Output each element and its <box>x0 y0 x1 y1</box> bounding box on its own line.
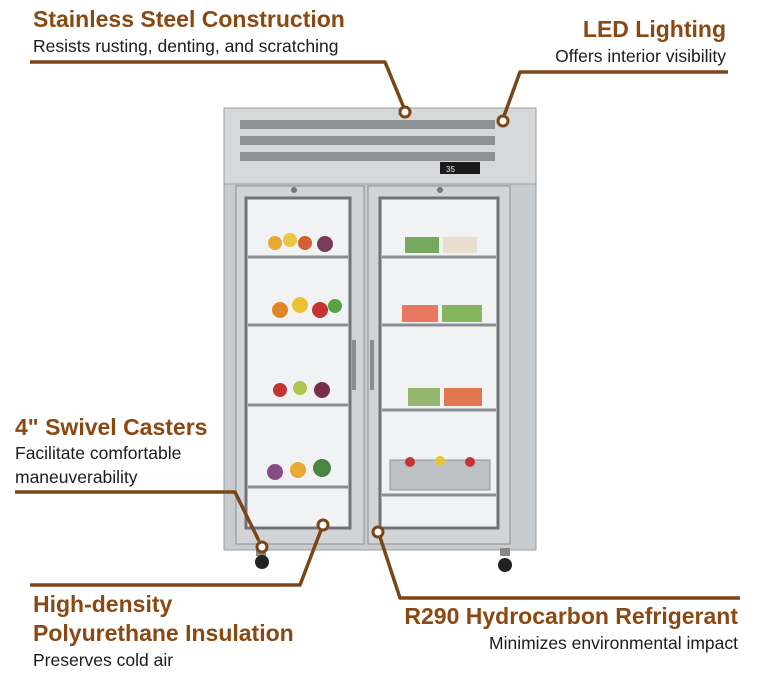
left-handle <box>352 340 356 390</box>
refrigerator: 35 <box>223 107 537 572</box>
display-reading: 35 <box>446 165 455 174</box>
insulation-title-1: High-density <box>33 591 173 617</box>
refrigerant-title: R290 Hydrocarbon Refrigerant <box>404 603 738 629</box>
led-title: LED Lighting <box>582 16 726 42</box>
stainless-desc: Resists rusting, denting, and scratching <box>33 36 339 56</box>
stainless-title: Stainless Steel Construction <box>33 6 345 32</box>
callout-stainless <box>30 60 406 109</box>
casters-desc-1: Facilitate comfortable <box>15 443 182 463</box>
insulation-desc: Preserves cold air <box>33 650 174 670</box>
callout-lines <box>15 60 740 600</box>
casters-title: 4" Swivel Casters <box>15 414 208 440</box>
right-handle <box>370 340 374 390</box>
refrigerant-desc: Minimizes environmental impact <box>489 633 738 653</box>
casters-desc-2: maneuverability <box>15 467 138 487</box>
produce <box>267 233 491 491</box>
callout-led <box>502 70 728 117</box>
callout-refrigerant <box>378 536 740 600</box>
callout-insulation <box>30 529 323 587</box>
insulation-title-2: Polyurethane Insulation <box>33 620 294 646</box>
led-desc: Offers interior visibility <box>555 46 726 66</box>
callout-casters <box>15 490 261 542</box>
temperature-display <box>440 162 480 174</box>
